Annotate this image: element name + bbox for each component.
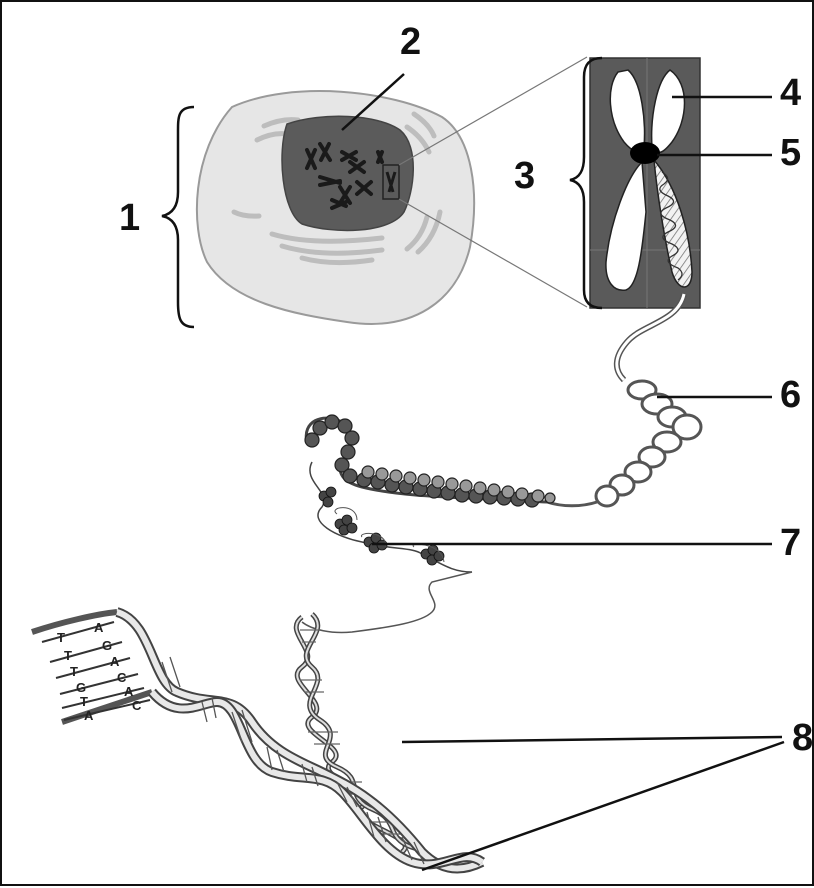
label-6: 6 — [780, 374, 801, 416]
base-left-4: G — [76, 680, 86, 695]
base-right-1: A — [94, 620, 104, 635]
base-right-6: C — [132, 698, 142, 713]
base-right-5: A — [124, 684, 134, 699]
base-left-1: T — [57, 630, 65, 645]
base-right-2: G — [102, 638, 112, 653]
label-7: 7 — [780, 522, 801, 564]
base-right-4: C — [117, 670, 127, 685]
base-right-3: A — [110, 654, 120, 669]
supercoiled-fiber — [547, 294, 701, 506]
base-left-3: T — [70, 664, 78, 679]
base-left-6: A — [84, 708, 94, 723]
centromere — [630, 142, 660, 164]
bracket-cell — [162, 107, 194, 327]
leader-8b — [422, 742, 784, 870]
label-3: 3 — [514, 155, 535, 197]
base-left-2: T — [64, 648, 72, 663]
label-2: 2 — [400, 21, 421, 63]
chromosome-panel — [590, 58, 700, 308]
dna-helix-large — [32, 612, 482, 869]
label-1: 1 — [119, 197, 140, 239]
label-8: 8 — [792, 717, 813, 759]
solenoid-fiber — [305, 415, 555, 507]
cell — [197, 91, 474, 324]
leader-8a — [402, 737, 782, 742]
label-5: 5 — [780, 132, 801, 174]
base-left-5: T — [80, 694, 88, 709]
label-4: 4 — [780, 72, 801, 114]
